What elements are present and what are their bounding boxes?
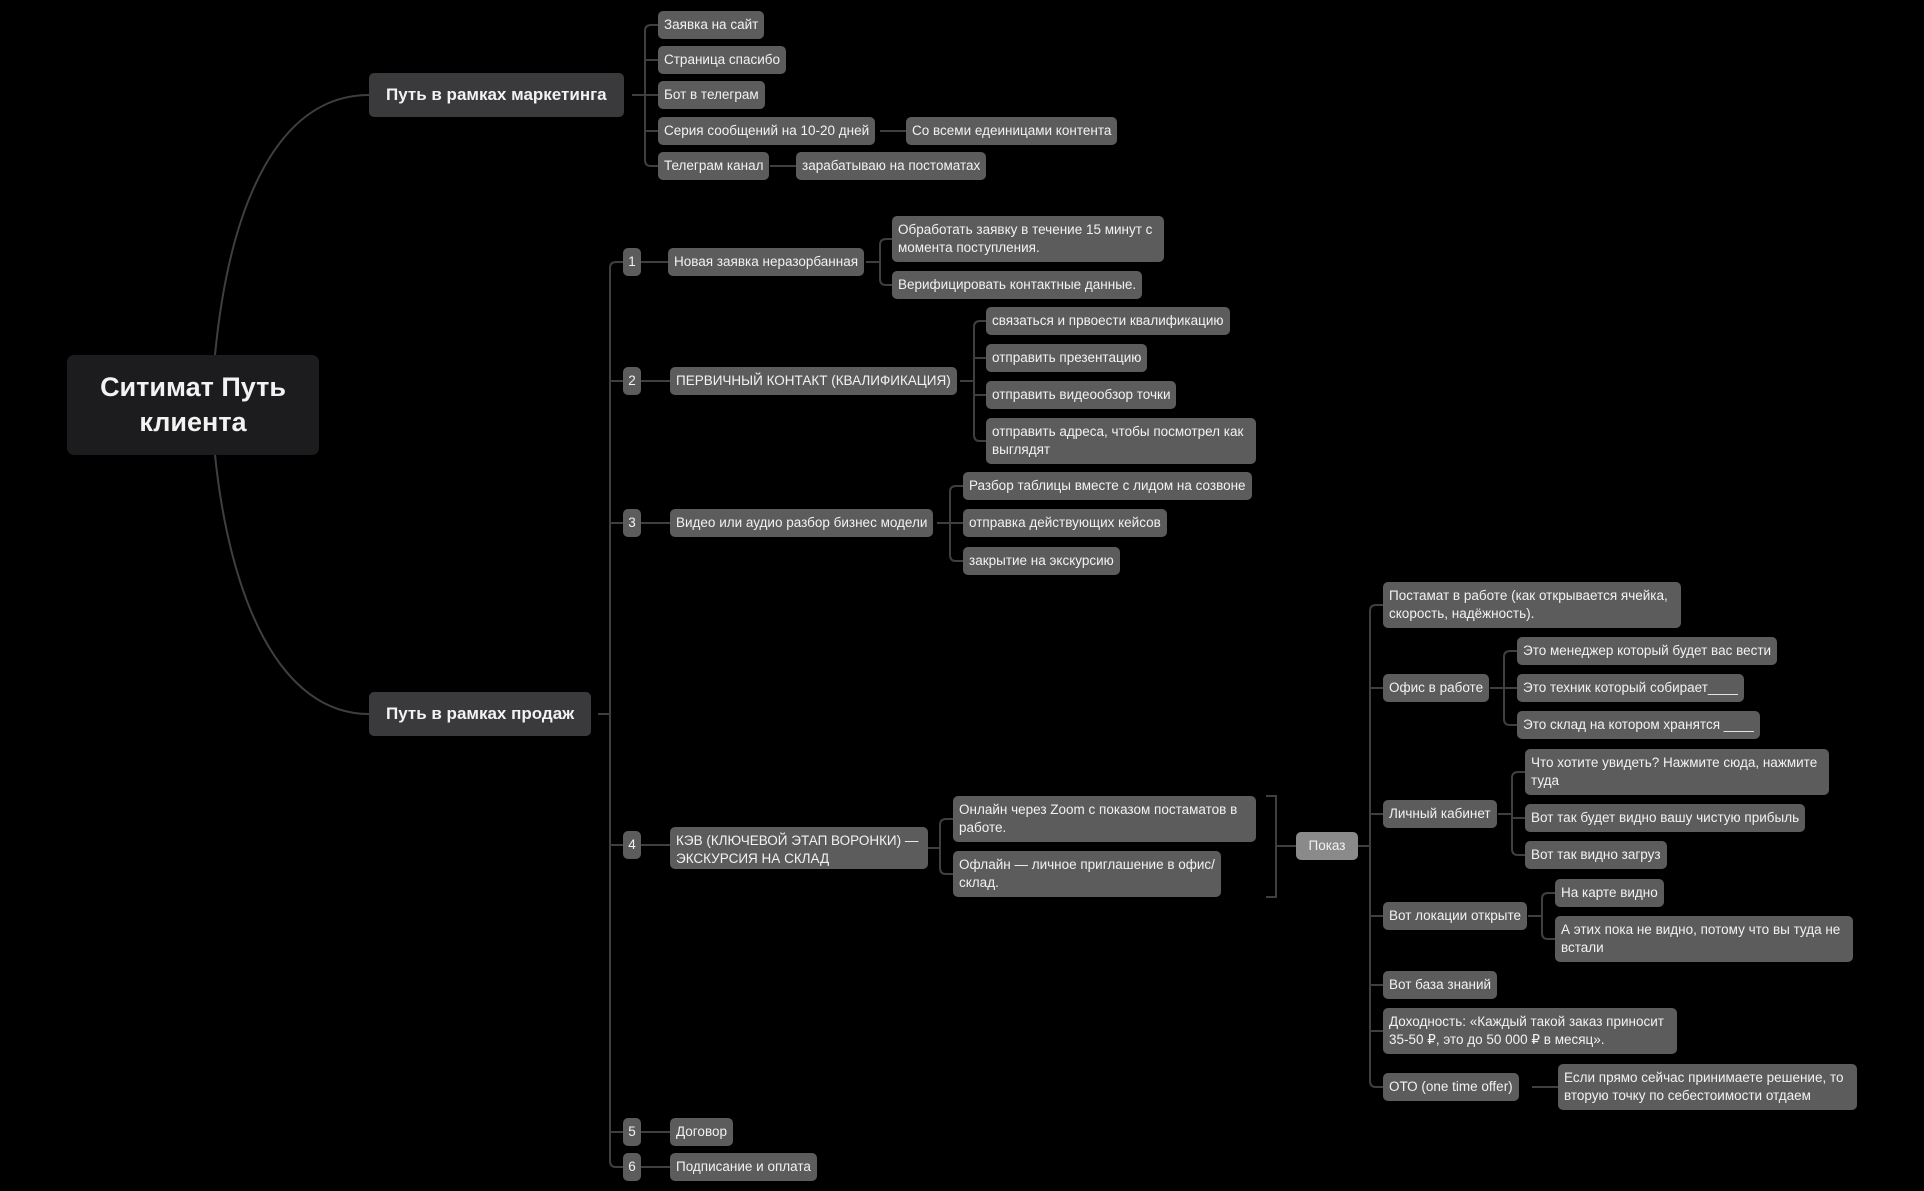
stage-label[interactable]: КЭВ (КЛЮЧЕВОЙ ЭТАП ВОРОНКИ) — ЭКСКУРСИЯ … [670, 827, 928, 869]
stage-task[interactable]: Обработать заявку в течение 15 минут с м… [892, 216, 1164, 262]
stage-task[interactable]: отправка действующих кейсов [963, 509, 1167, 537]
stage-task[interactable]: Верифицировать контактные данные. [892, 271, 1143, 299]
connector-line [1541, 932, 1555, 940]
connector-line [879, 238, 892, 246]
show-subitem[interactable]: Вот так будет видно вашу чистую прибыль [1525, 804, 1806, 832]
connector-line [973, 434, 986, 442]
show-subitem[interactable]: А этих пока не видно, потому что вы туда… [1555, 916, 1853, 962]
connector-line [644, 159, 658, 167]
show-node[interactable]: Показ [1296, 832, 1358, 860]
show-subitem[interactable]: Это техник который собирает____ [1517, 674, 1744, 702]
stage-task[interactable]: Разбор таблицы вместе с лидом на созвоне [963, 472, 1252, 500]
stage-label[interactable]: Новая заявка неразорбанная [668, 248, 865, 276]
branch-sales[interactable]: Путь в рамках продаж [369, 692, 592, 736]
show-item[interactable]: Доходность: «Каждый такой заказ приносит… [1383, 1008, 1677, 1054]
stage-task[interactable]: отправить видеообзор точки [986, 381, 1177, 409]
marketing-subitem[interactable]: зарабатываю на постоматах [796, 152, 987, 180]
show-item[interactable]: Вот локации открыте [1383, 902, 1528, 930]
stage-number[interactable]: 1 [623, 248, 641, 276]
show-item[interactable]: ОТО (one time offer) [1383, 1073, 1519, 1101]
marketing-item[interactable]: Серия сообщений на 10-20 дней [658, 117, 876, 145]
stage-task[interactable]: Офлайн — личное приглашение в офис/склад… [953, 851, 1221, 897]
stage-task[interactable]: отправить адреса, чтобы посмотрел как вы… [986, 418, 1256, 464]
stage-label[interactable]: Договор [670, 1118, 733, 1146]
show-subitem[interactable]: Это менеджер который будет вас вести [1517, 637, 1778, 665]
show-item[interactable]: Личный кабинет [1383, 800, 1497, 828]
show-subitem[interactable]: Вот так видно загруз [1525, 841, 1667, 869]
connector-line [1503, 718, 1517, 726]
connector-line [644, 24, 658, 32]
marketing-item[interactable]: Бот в телеграм [658, 81, 765, 109]
stage-task[interactable]: закрытие на экскурсию [963, 547, 1120, 575]
branch-marketing[interactable]: Путь в рамках маркетинга [369, 73, 624, 117]
connector-line [1511, 848, 1525, 856]
show-subitem[interactable]: Если прямо сейчас принимаете решение, то… [1558, 1064, 1857, 1110]
stage-number[interactable]: 5 [623, 1118, 641, 1146]
stage-number[interactable]: 6 [623, 1153, 641, 1181]
show-item[interactable]: Постамат в работе (как открывается ячейк… [1383, 582, 1681, 628]
connector-line [609, 1160, 623, 1168]
stage-label[interactable]: ПЕРВИЧНЫЙ КОНТАКТ (КВАЛИФИКАЦИЯ) [670, 367, 957, 395]
marketing-item[interactable]: Телеграм канал [658, 152, 770, 180]
connector-line [949, 485, 963, 493]
stage-task[interactable]: Онлайн через Zoom с показом постаматов в… [953, 796, 1256, 842]
show-subitem[interactable]: На карте видно [1555, 879, 1664, 907]
show-subitem[interactable]: Что хотите увидеть? Нажмите сюда, нажмит… [1525, 749, 1829, 795]
connector-line [879, 278, 892, 286]
connector-line [939, 818, 953, 826]
show-item[interactable]: Офис в работе [1383, 674, 1490, 702]
stage-number[interactable]: 2 [623, 367, 641, 395]
stage-task[interactable]: связаться и првоести квалификацию [986, 307, 1230, 335]
connector-line [973, 320, 986, 328]
connector-line [1503, 650, 1517, 658]
stage-number[interactable]: 4 [623, 831, 641, 859]
root-node[interactable]: Ситимат Путь клиента [67, 355, 319, 455]
connector-line [1369, 604, 1383, 612]
connector-line [1266, 795, 1277, 898]
marketing-item[interactable]: Страница спасибо [658, 46, 787, 74]
connector-line [939, 867, 953, 875]
connector-line [214, 454, 370, 715]
stage-label[interactable]: Подписание и оплата [670, 1153, 817, 1181]
connector-line [1369, 1080, 1383, 1088]
stage-task[interactable]: отправить презентацию [986, 344, 1148, 372]
connector-line [214, 94, 370, 356]
marketing-item[interactable]: Заявка на сайт [658, 11, 765, 39]
connector-line [609, 261, 623, 269]
stage-label[interactable]: Видео или аудио разбор бизнес модели [670, 509, 934, 537]
show-item[interactable]: Вот база знаний [1383, 971, 1498, 999]
connector-line [1511, 771, 1525, 779]
connector-line [949, 554, 963, 562]
stage-number[interactable]: 3 [623, 509, 641, 537]
connector-line [1541, 892, 1555, 900]
marketing-subitem[interactable]: Со всеми едеиницами контента [906, 117, 1118, 145]
show-subitem[interactable]: Это склад на котором хранятся ____ [1517, 711, 1760, 739]
